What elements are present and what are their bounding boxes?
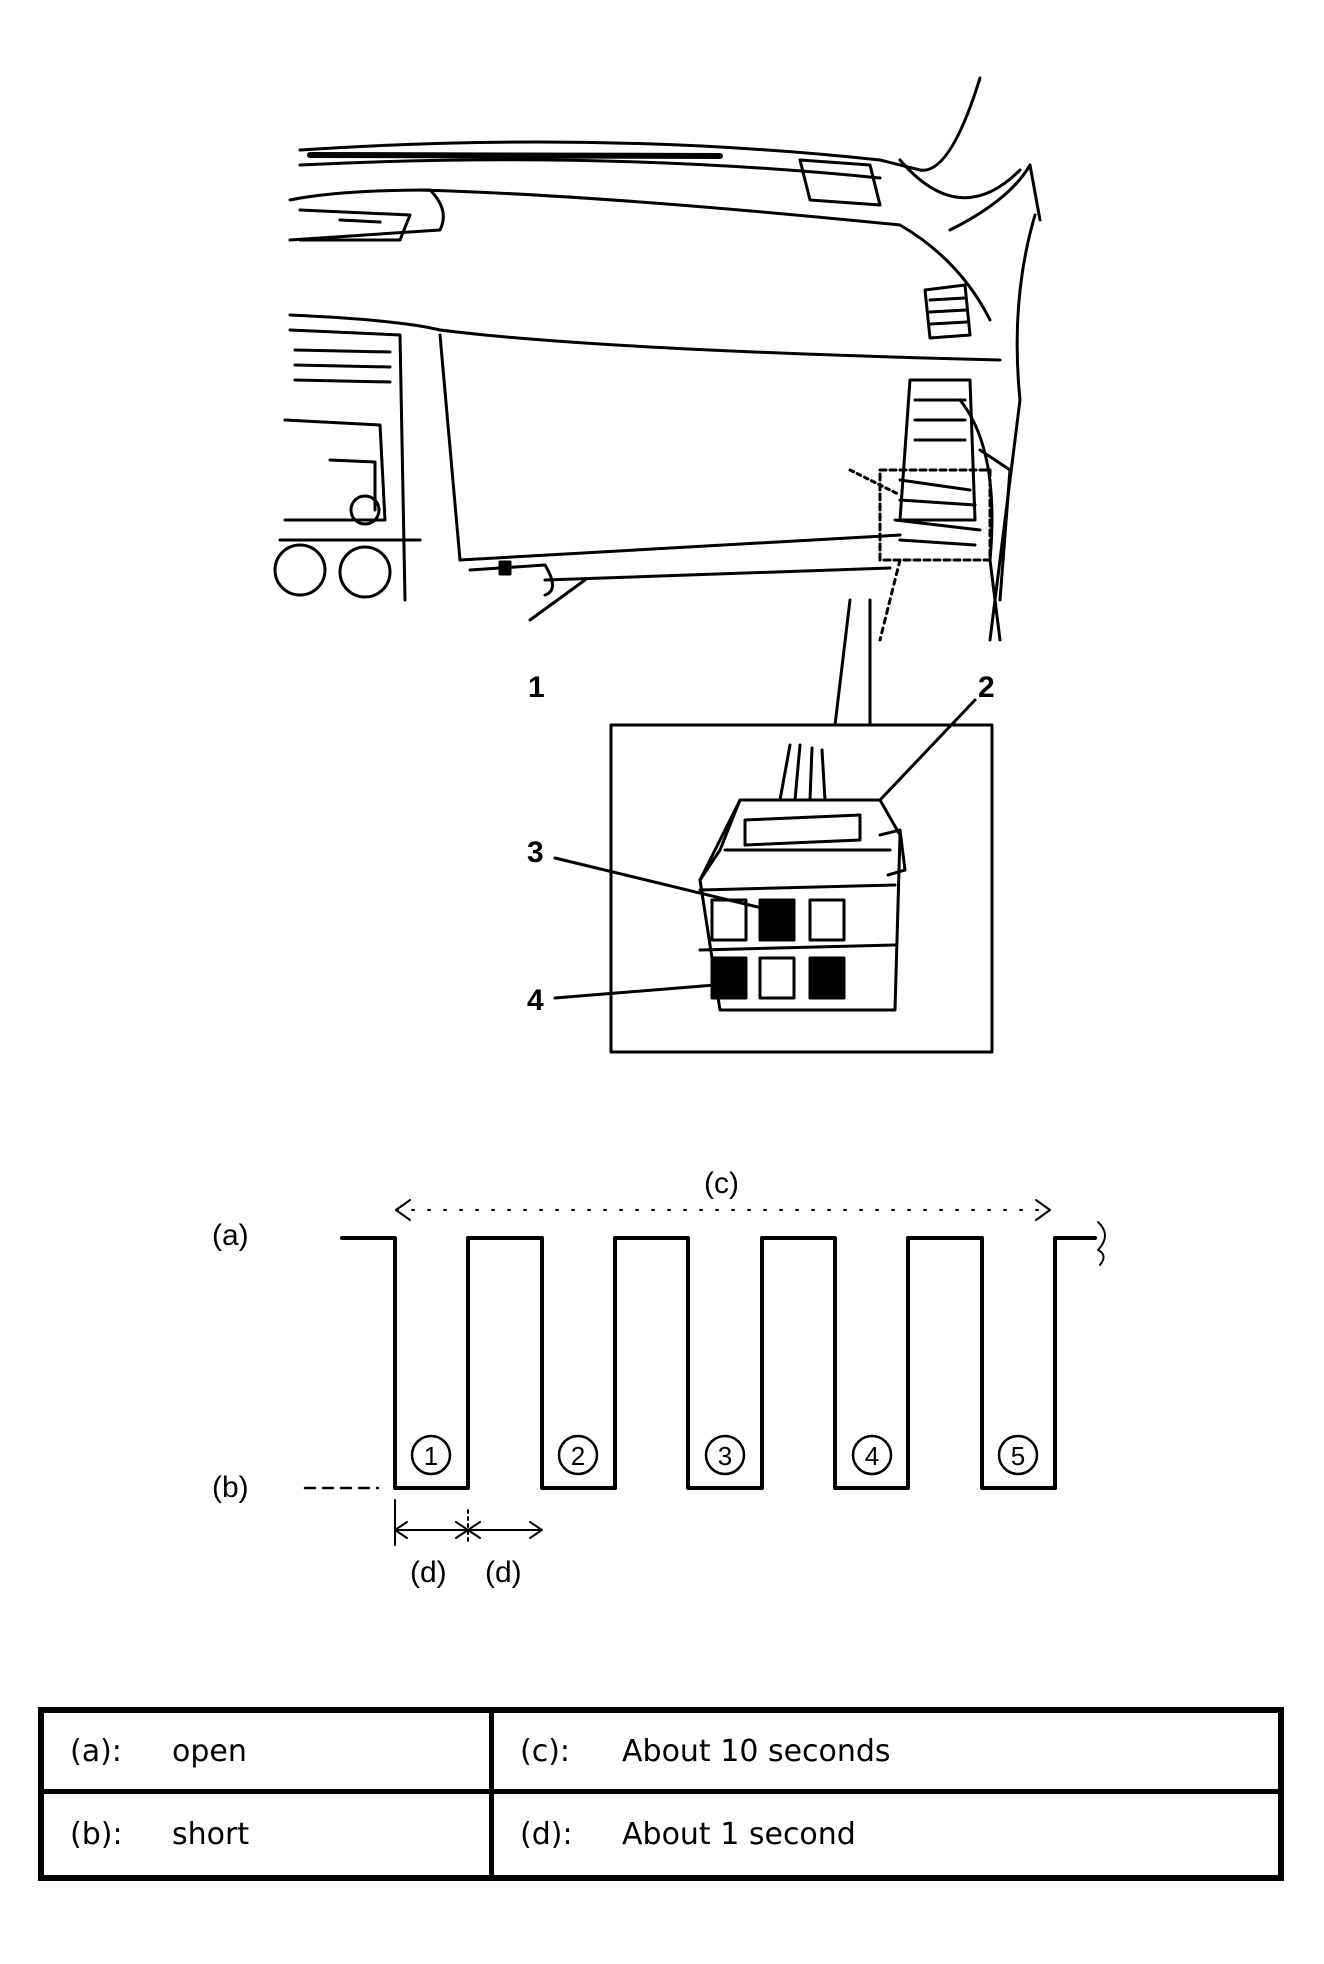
legend-key-b: (b): — [70, 1817, 123, 1852]
waveform-label-b: (b) — [212, 1471, 249, 1504]
pulse-marker-4: 4 — [851, 1434, 893, 1476]
legend-table: (a): open (c): About 10 seconds (b): sho… — [38, 1707, 1284, 1881]
waveform-label-d2: (d) — [485, 1556, 522, 1589]
waveform-label-c: (c) — [704, 1167, 739, 1200]
legend-value-d: About 1 second — [622, 1817, 856, 1852]
legend-key-c: (c): — [520, 1733, 571, 1769]
legend-cell-c: (c): About 10 seconds — [494, 1713, 1278, 1794]
callout-1: 1 — [528, 671, 545, 704]
callout-2: 2 — [978, 671, 995, 704]
legend-cell-a: (a): open — [44, 1713, 494, 1794]
callout-4: 4 — [527, 984, 544, 1017]
waveform-label-d1: (d) — [410, 1556, 447, 1589]
pulse-marker-2: 2 — [557, 1434, 599, 1476]
legend-cell-d: (d): About 1 second — [494, 1794, 1278, 1875]
pulse-number-4: 4 — [865, 1441, 879, 1471]
dashboard-illustration — [273, 76, 1042, 727]
legend-key-a: (a): — [70, 1733, 122, 1769]
callout-3: 3 — [527, 836, 544, 869]
connector-inset — [553, 698, 994, 1054]
legend-key-d: (d): — [520, 1817, 573, 1852]
pulse-marker-3: 3 — [704, 1434, 746, 1476]
waveform-label-a: (a) — [212, 1219, 249, 1252]
legend-value-a: open — [172, 1733, 247, 1769]
pulse-marker-5: 5 — [997, 1434, 1039, 1476]
waveform: (a) (b) (c) (d) (d) 1 2 3 — [212, 1167, 1106, 1589]
pulse-number-1: 1 — [424, 1441, 438, 1471]
legend-cell-b: (b): short — [44, 1794, 494, 1875]
pulse-train — [340, 1236, 1097, 1490]
pulse-marker-1: 1 — [410, 1434, 452, 1476]
pulse-number-2: 2 — [571, 1441, 585, 1471]
pulse-number-3: 3 — [718, 1441, 732, 1471]
pulse-number-5: 5 — [1011, 1441, 1025, 1471]
legend-value-b: short — [172, 1817, 250, 1852]
legend-value-c: About 10 seconds — [622, 1733, 891, 1769]
